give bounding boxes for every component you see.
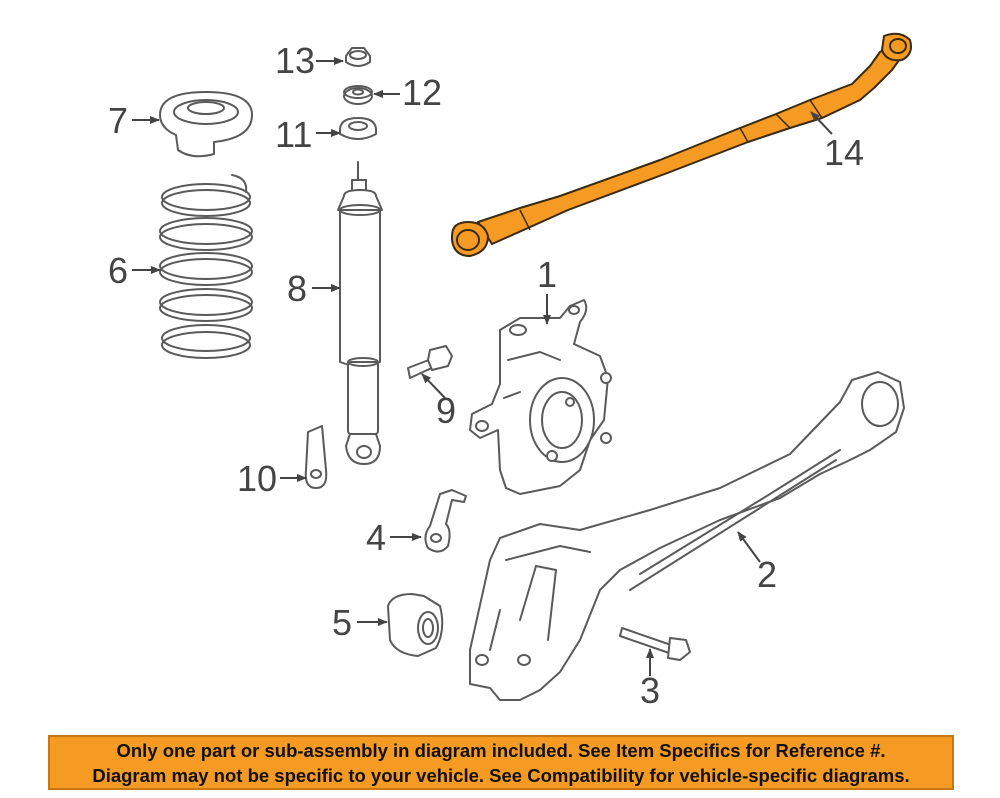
part-14-track-bar (451, 32, 912, 257)
callout-label-1: 1 (537, 254, 557, 295)
callout-label-4: 4 (366, 517, 386, 558)
part-1-knuckle (469, 299, 612, 495)
part-9-bolt (407, 345, 453, 379)
callout-label-10: 10 (237, 458, 277, 499)
disclaimer-line-1: Only one part or sub-assembly in diagram… (116, 739, 886, 761)
disclaimer-banner: Only one part or sub-assembly in diagram… (48, 735, 954, 790)
callout-label-9: 9 (436, 390, 456, 431)
callout-label-2: 2 (757, 554, 777, 595)
part-2-trailing-arm (469, 371, 905, 701)
disclaimer-line-2: Diagram may not be specific to your vehi… (92, 764, 910, 786)
part-13-nut (345, 47, 371, 67)
part-5-bushing (387, 593, 444, 657)
part-7-spring-isolator (159, 91, 253, 158)
part-6-coil-spring (159, 174, 253, 359)
part-4-link-bracket (424, 489, 467, 553)
callout-label-5: 5 (332, 602, 352, 643)
callout-label-14: 14 (824, 132, 864, 173)
callout-label-6: 6 (108, 250, 128, 291)
callout-label-12: 12 (402, 72, 442, 113)
leader-2 (737, 531, 761, 563)
callout-label-3: 3 (640, 670, 660, 711)
part-8-shock-absorber (337, 161, 383, 465)
callout-label-8: 8 (287, 268, 307, 309)
part-10-bracket (304, 425, 328, 489)
callout-label-11: 11 (275, 114, 312, 155)
callouts: 13 12 11 7 6 8 10 9 4 5 1 2 3 14 (108, 40, 864, 711)
leader-9 (421, 373, 446, 399)
part-3-bolt (619, 627, 691, 661)
leader-14 (810, 111, 833, 135)
part-12-washer (343, 85, 373, 105)
callout-label-7: 7 (108, 100, 128, 141)
callout-label-13: 13 (275, 40, 315, 81)
part-11-bushing (339, 117, 377, 140)
